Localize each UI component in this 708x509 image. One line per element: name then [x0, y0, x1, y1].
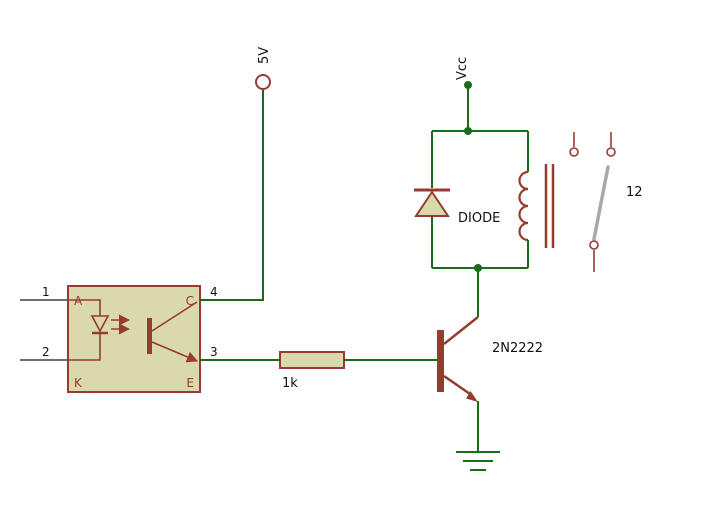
contact-terminal-icon	[606, 147, 616, 157]
transistor-2n2222: 2N2222	[437, 316, 543, 402]
transistor-emitter-lead	[443, 374, 471, 396]
led-anode-lead	[68, 299, 101, 316]
supply-5v: 5V	[200, 47, 272, 301]
opto-emitter-label: E	[186, 376, 194, 390]
resistor-value-label: 1k	[282, 376, 298, 391]
led-triangle	[90, 315, 110, 333]
relay-value-label: 12	[626, 185, 643, 200]
opto-cathode-label: K	[74, 376, 83, 390]
optocoupler: A C K E	[67, 285, 201, 393]
transistor-base-bar	[437, 330, 444, 392]
phototransistor-base-bar	[147, 318, 152, 354]
phototransistor-emitter	[151, 341, 199, 363]
resistor-body	[279, 351, 345, 369]
pin4-to-5v-wire	[200, 90, 264, 301]
coil-windings	[518, 170, 529, 242]
diode-label: DIODE	[458, 211, 500, 226]
emitter-arrow-icon	[466, 391, 478, 402]
flyback-diode: DIODE	[414, 131, 500, 268]
pin2-number: 2	[42, 345, 50, 359]
vcc-label: Vcc	[455, 57, 470, 80]
relay-contacts: 12	[569, 132, 643, 272]
transistor-collector-lead	[443, 316, 479, 345]
opto-anode-label: A	[74, 294, 83, 308]
vcc-terminal-dot	[464, 81, 472, 89]
vcc-rail: Vcc	[432, 57, 528, 135]
led-cathode-lead	[68, 333, 101, 361]
diode-triangle	[414, 190, 450, 217]
input-pins: 1 2 4 3	[20, 285, 218, 361]
supply-5v-label: 5V	[257, 47, 272, 64]
contact-pivot-icon	[589, 240, 599, 250]
optocoupler-body	[67, 285, 201, 393]
contact-terminal-icon	[569, 147, 579, 157]
terminal-5v-icon	[255, 74, 271, 90]
switch-blade	[592, 165, 610, 241]
opto-collector-label: C	[186, 294, 194, 308]
junction-dot	[464, 127, 472, 135]
resistor-1k: 1k	[200, 351, 437, 391]
pin4-number: 4	[210, 285, 218, 299]
ground	[456, 401, 500, 471]
transistor-label: 2N2222	[492, 341, 543, 356]
pin1-number: 1	[42, 285, 50, 299]
pin3-number: 3	[210, 345, 218, 359]
collector-network	[432, 264, 528, 317]
relay-coil	[518, 131, 555, 268]
junction-dot	[474, 264, 482, 272]
phototransistor-collector	[151, 301, 198, 332]
